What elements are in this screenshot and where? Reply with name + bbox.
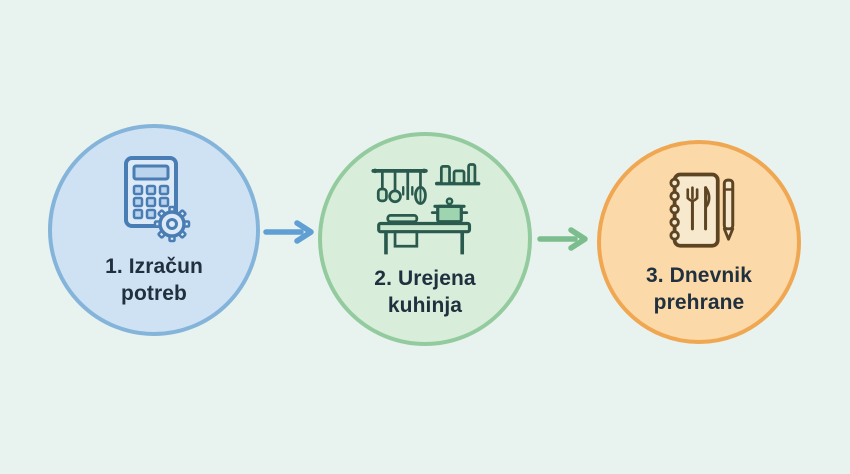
step-label-izracun-potreb: 1. Izračun potreb: [105, 254, 203, 308]
kitchen-icon: [366, 158, 484, 260]
step-label-dnevnik-prehrane: 3. Dnevnik prehrane: [646, 263, 752, 317]
step-circle-dnevnik-prehrane: 3. Dnevnik prehrane: [597, 140, 801, 344]
step-label-line1: 1. Izračun: [105, 255, 203, 279]
food-journal-icon: [652, 167, 746, 257]
step-label-line2: prehrane: [653, 291, 745, 314]
step-label-line1: 3. Dnevnik: [645, 264, 753, 288]
step-circle-urejena-kuhinja: 2. Urejena kuhinja: [318, 132, 532, 346]
step-circle-izracun-potreb: 1. Izračun potreb: [48, 124, 260, 336]
step-label-line2: kuhinja: [387, 294, 463, 317]
arrow-right-icon: [537, 226, 591, 252]
calculator-gear-icon: [106, 152, 202, 248]
arrow-right-icon: [263, 219, 317, 245]
step-label-line1: 2. Urejena: [374, 267, 476, 291]
step-label-line2: potreb: [121, 282, 187, 305]
step-label-urejena-kuhinja: 2. Urejena kuhinja: [374, 266, 475, 320]
